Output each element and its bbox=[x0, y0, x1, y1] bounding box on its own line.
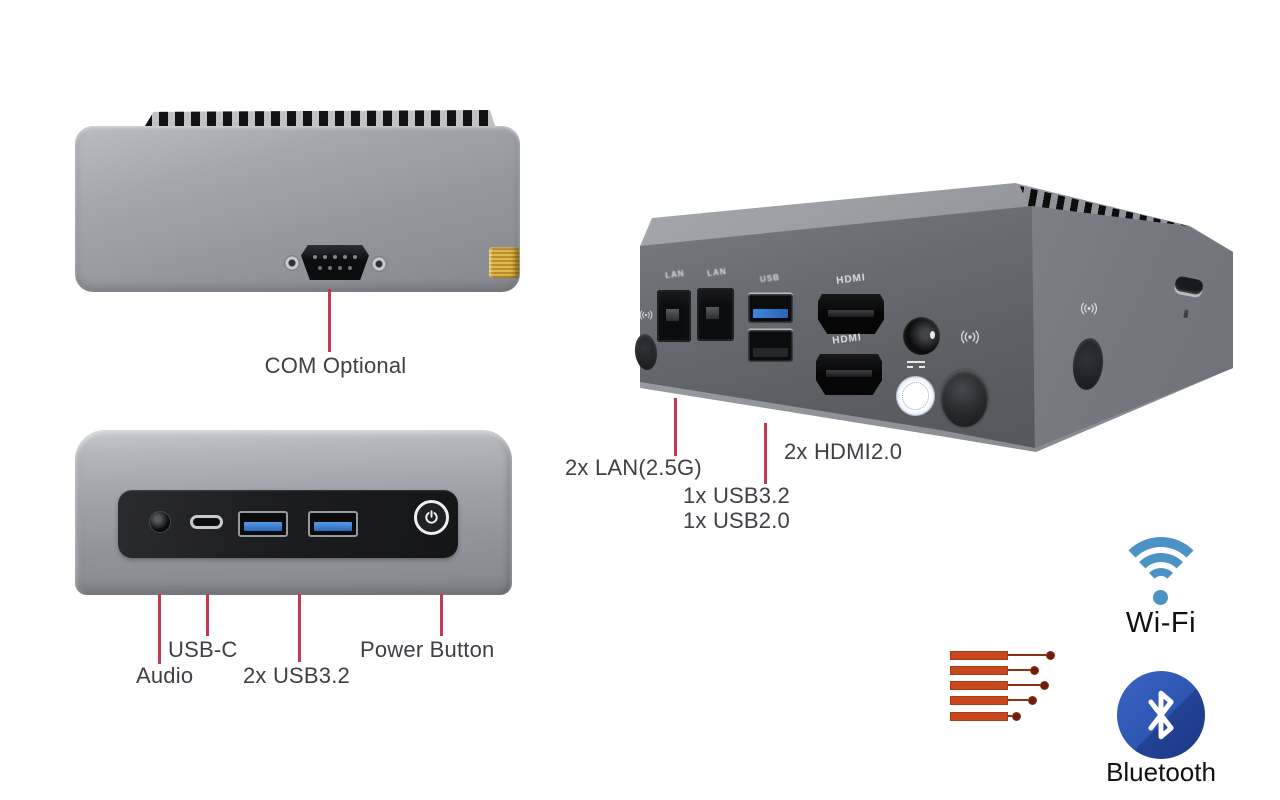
antenna-bar bbox=[950, 696, 1008, 705]
bluetooth-circle bbox=[1117, 671, 1205, 759]
bluetooth-rune bbox=[1148, 690, 1174, 740]
mini-pc-rear-view-photo bbox=[75, 110, 520, 292]
callout-label-hdmi: 2x HDMI2.0 bbox=[784, 439, 903, 464]
callout-label-usb-c: USB-C bbox=[168, 637, 238, 662]
antenna-dot bbox=[1046, 651, 1055, 660]
lan-port-1 bbox=[657, 290, 691, 342]
callout-label-usb2-io: 1x USB2.0 bbox=[683, 508, 790, 533]
antenna-lead bbox=[1008, 654, 1046, 656]
usb-c-port bbox=[190, 515, 223, 529]
antenna-dot bbox=[1028, 696, 1037, 705]
callout-label-lan: 2x LAN(2.5G) bbox=[565, 455, 702, 480]
round-sticker bbox=[896, 376, 935, 416]
wifi-arc-outer bbox=[1115, 537, 1207, 629]
usb2-tongue bbox=[753, 348, 788, 357]
lan-port-2 bbox=[697, 288, 734, 341]
audio-jack bbox=[149, 511, 171, 533]
usb3-port-io bbox=[748, 294, 793, 323]
antenna-dot bbox=[1040, 681, 1049, 690]
antenna-symbol-icon bbox=[1080, 302, 1098, 315]
hdmi-port-1 bbox=[818, 294, 884, 334]
usb3-tongue bbox=[314, 522, 352, 531]
antenna-dot bbox=[1030, 666, 1039, 675]
rear-chassis bbox=[75, 126, 520, 292]
callout-line-power bbox=[440, 594, 443, 636]
com-serial-port bbox=[301, 245, 369, 280]
antenna-sma-connector bbox=[489, 247, 519, 278]
callout-label-audio: Audio bbox=[136, 663, 194, 688]
callout-label-power: Power Button bbox=[360, 637, 495, 662]
antenna-bar bbox=[950, 681, 1008, 690]
com-screw-post-right bbox=[371, 256, 387, 272]
com-port-pins bbox=[313, 255, 317, 259]
wifi-arc-middle bbox=[1130, 553, 1192, 615]
callout-line-com bbox=[328, 289, 331, 352]
wifi-label: Wi-Fi bbox=[1125, 607, 1197, 639]
callout-label-com: COM Optional bbox=[264, 353, 407, 378]
antenna-lead bbox=[1008, 684, 1040, 686]
antenna-bar bbox=[950, 712, 1008, 721]
mini-pc-io-view-photo: LAN LAN USB HDMI HDMI bbox=[633, 180, 1235, 460]
usb3-tongue bbox=[753, 309, 788, 318]
io-power-button bbox=[941, 370, 988, 427]
antenna-lead bbox=[1008, 669, 1030, 671]
antenna-symbol-icon bbox=[961, 330, 979, 344]
callout-label-usb3: 2x USB3.2 bbox=[243, 663, 350, 688]
hdmi-slit bbox=[828, 310, 874, 317]
wifi-icon bbox=[1115, 537, 1207, 611]
bluetooth-icon bbox=[1117, 671, 1205, 759]
antenna-lead bbox=[1008, 715, 1012, 717]
power-icon bbox=[425, 510, 438, 524]
callout-line-usb bbox=[764, 423, 767, 484]
antenna-bar bbox=[950, 651, 1008, 660]
dc-power-jack bbox=[903, 317, 940, 355]
bluetooth-label: Bluetooth bbox=[1106, 757, 1216, 787]
antenna-dot bbox=[1012, 712, 1021, 721]
dc-voltage-marking bbox=[907, 361, 925, 373]
callout-line-usb-c bbox=[206, 594, 209, 636]
com-screw-post-left bbox=[284, 255, 300, 271]
callout-line-usb3 bbox=[298, 594, 301, 662]
pcb-antenna-icon bbox=[950, 650, 1060, 730]
wifi-dot bbox=[1153, 590, 1168, 605]
mini-pc-front-view-photo bbox=[75, 430, 512, 595]
antenna-bar bbox=[950, 666, 1008, 675]
usb-a-port-2 bbox=[308, 511, 358, 537]
callout-line-audio bbox=[158, 594, 161, 664]
antenna-lead bbox=[1008, 699, 1028, 701]
hdmi-slit bbox=[826, 370, 872, 377]
callout-label-usb3-io: 1x USB3.2 bbox=[683, 483, 790, 508]
usb-a-port-1 bbox=[238, 511, 288, 537]
power-button bbox=[414, 500, 449, 535]
wifi-arc-inner bbox=[1144, 568, 1178, 602]
callout-line-lan bbox=[674, 398, 677, 456]
antenna-symbol-icon bbox=[639, 310, 653, 320]
usb3-tongue bbox=[244, 522, 282, 531]
hdmi-port-2 bbox=[816, 354, 882, 395]
usb2-port-io bbox=[748, 330, 793, 362]
front-io-panel bbox=[118, 490, 458, 558]
